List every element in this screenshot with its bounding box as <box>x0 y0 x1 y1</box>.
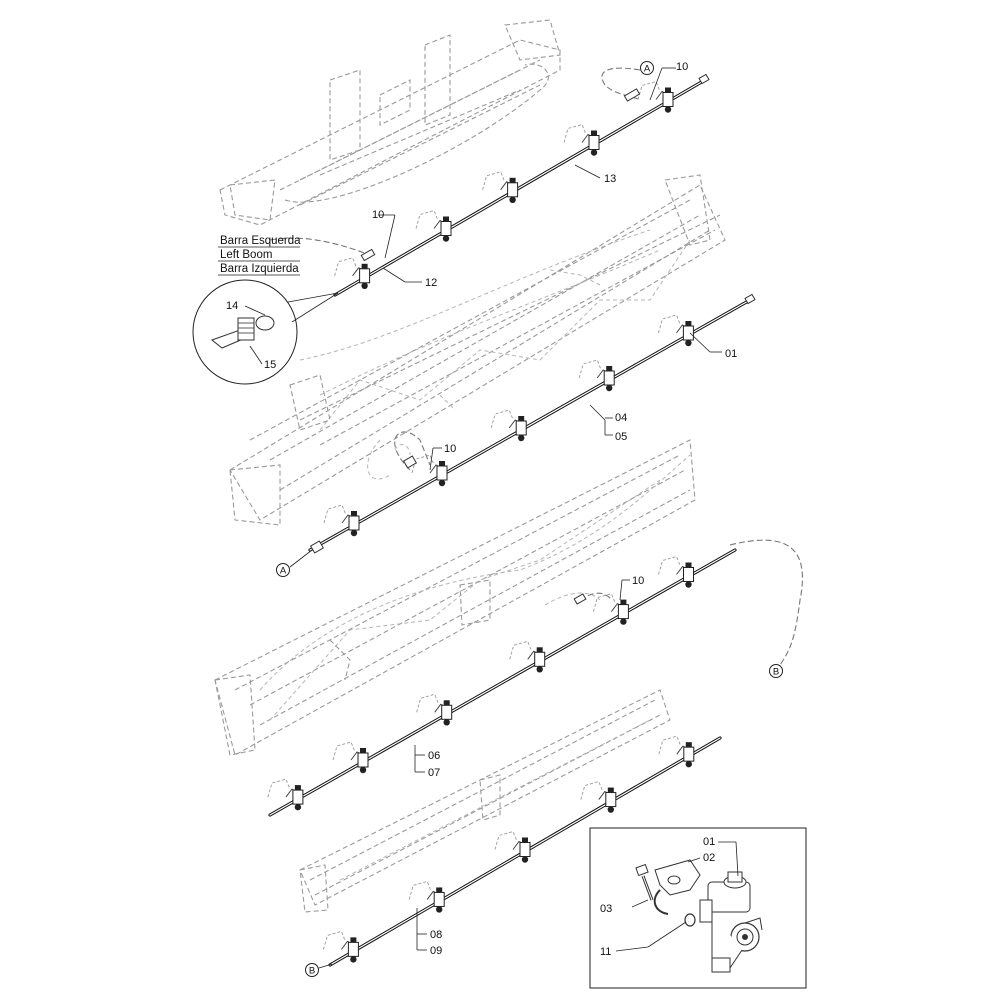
callout-10-mid: 10 <box>444 443 456 455</box>
detail-callout-03: 03 <box>600 903 612 915</box>
nozzle-body <box>580 781 617 813</box>
nozzle-body <box>592 593 629 625</box>
connector-a-bottom: A <box>276 549 313 577</box>
nozzle-body <box>657 314 694 347</box>
svg-text:A: A <box>280 566 287 577</box>
pipe-06-07 <box>268 548 737 817</box>
callout-01-mid: 01 <box>725 348 737 360</box>
callout-08: 08 <box>430 929 442 941</box>
outer-boom-frame <box>299 689 671 913</box>
nozzle-body <box>494 830 531 863</box>
nozzle-bodies <box>267 80 695 963</box>
callout-10-top: 10 <box>676 61 688 73</box>
fittings <box>309 73 756 605</box>
callouts: 10 13 10 12 01 04 05 10 10 06 07 08 09 <box>372 61 737 957</box>
bolt-part <box>635 863 654 901</box>
hoses <box>269 67 804 666</box>
callout-05: 05 <box>615 431 627 443</box>
nozzle-body <box>563 123 600 156</box>
nozzle-body <box>267 778 304 811</box>
nozzle-body <box>658 555 694 588</box>
svg-text:B: B <box>773 667 779 678</box>
nozzle-body <box>637 80 674 113</box>
inner-boom-frame <box>229 174 726 526</box>
svg-text:B: B <box>309 966 315 977</box>
callout-14: 14 <box>226 300 238 312</box>
connector-b-bottom: B <box>305 963 333 977</box>
boom-label-pt: Barra Esquerda <box>220 235 301 247</box>
nozzle-body <box>332 741 369 774</box>
boom-label-en: Left Boom <box>220 249 272 261</box>
callout-15: 15 <box>264 359 276 371</box>
nozzle-body <box>415 209 452 242</box>
nozzle-body <box>408 880 445 913</box>
nozzle-body <box>482 171 519 203</box>
connector-b-right: B <box>769 664 783 678</box>
clamp-part <box>653 859 701 915</box>
nozzle-body <box>323 504 360 537</box>
center-frame <box>219 19 561 226</box>
left-boom-label: Barra Esquerda Left Boom Barra Izquierda <box>218 235 301 276</box>
detail-callout-11: 11 <box>600 946 611 958</box>
nozzle-body <box>490 409 527 442</box>
nozzle-body <box>322 930 359 963</box>
plug-detail-circle: 14 15 <box>192 279 339 385</box>
detail-callout-02: 02 <box>703 852 715 864</box>
svg-text:A: A <box>644 64 651 75</box>
pipe-04-05 <box>308 298 752 552</box>
nozzle-body-part <box>699 871 763 973</box>
callout-10-lower: 10 <box>632 575 644 587</box>
nozzle-body <box>411 454 448 487</box>
callout-09: 09 <box>430 945 442 957</box>
detail-callout-01: 01 <box>703 836 715 848</box>
nozzle-body <box>658 735 695 768</box>
middle-boom-frame <box>214 439 696 756</box>
connector-a-top: A <box>640 61 654 75</box>
pipe-13 <box>333 78 707 297</box>
callout-06: 06 <box>428 750 440 762</box>
nozzle-body <box>334 257 371 289</box>
nozzle-detail-box: 01 02 03 11 <box>589 827 807 989</box>
callout-12: 12 <box>425 277 437 289</box>
nozzle-body <box>509 640 546 673</box>
callout-13: 13 <box>604 173 616 185</box>
callout-04: 04 <box>615 412 627 424</box>
callout-07: 07 <box>428 767 440 779</box>
nozzle-body <box>416 693 453 726</box>
nozzle-body <box>578 359 615 392</box>
boom-label-es: Barra Izquierda <box>220 263 299 275</box>
callout-10-left: 10 <box>372 209 384 221</box>
